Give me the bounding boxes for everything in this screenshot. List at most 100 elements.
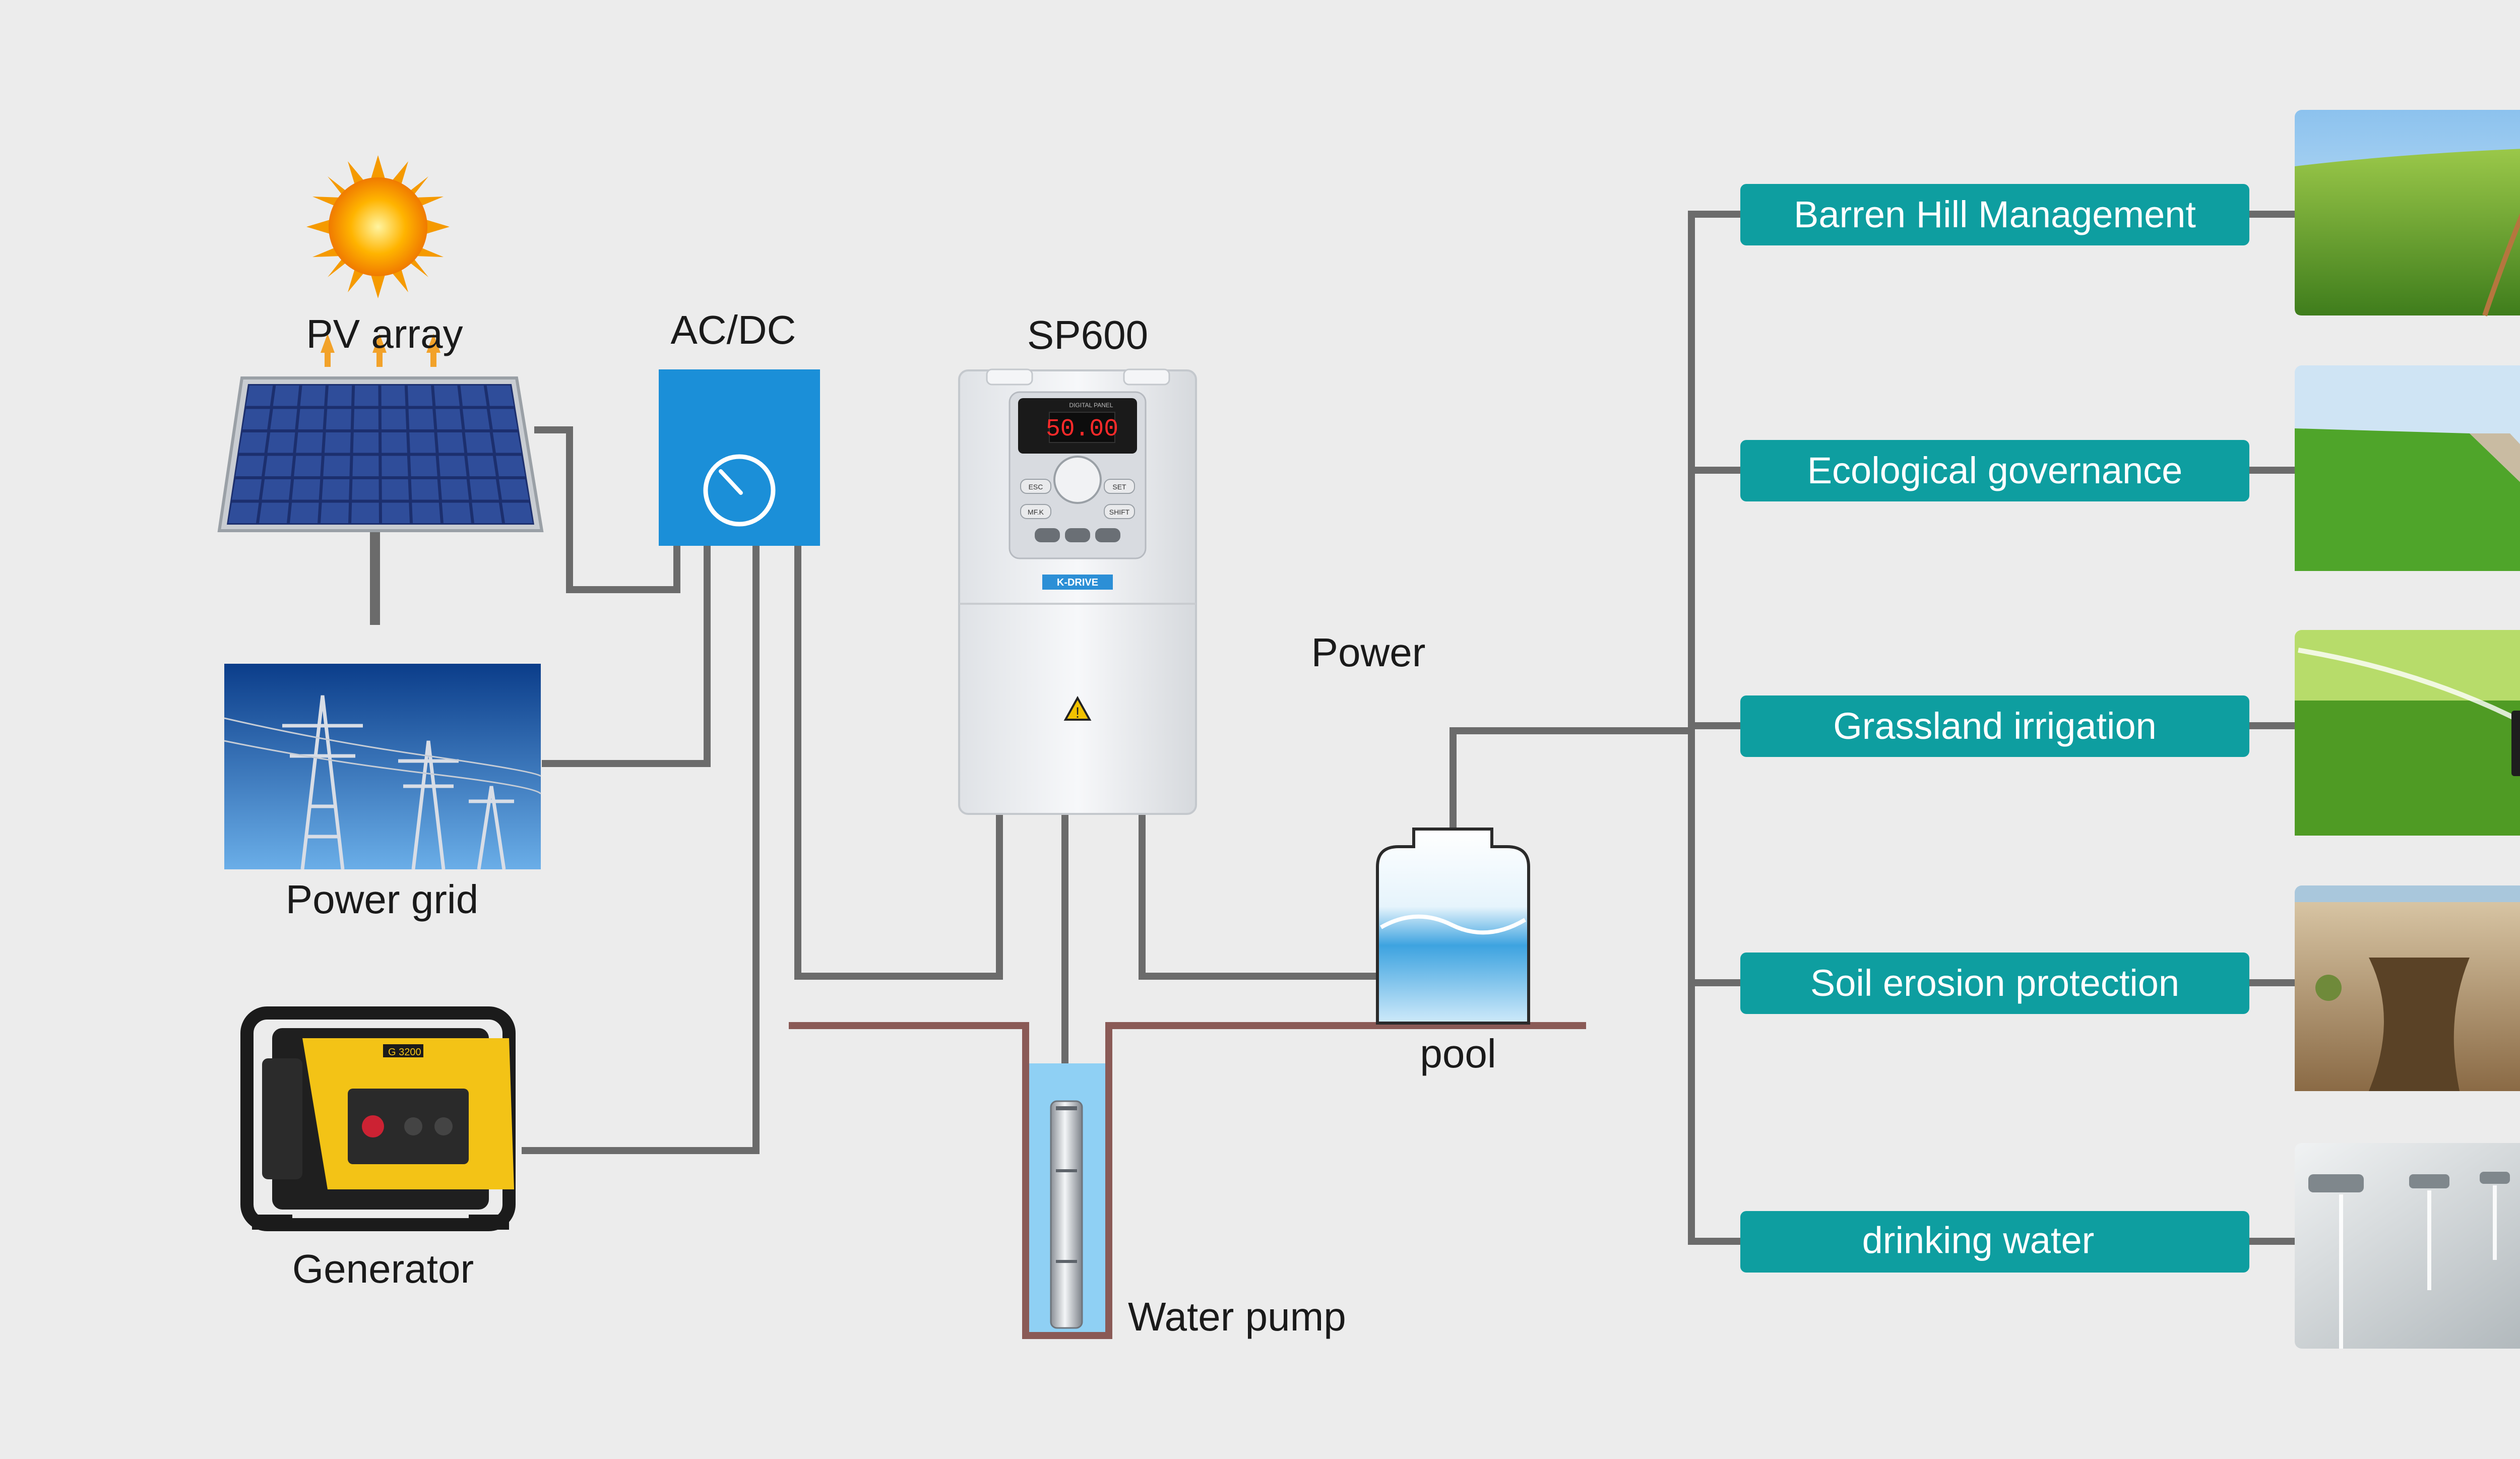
application-list: Barren Hill Management Ecological govern… (1740, 184, 2249, 1273)
generator-wire (522, 546, 760, 1154)
ac-dc-converter (659, 369, 820, 546)
solar-cell (442, 502, 471, 523)
solar-cell (465, 432, 493, 453)
drive-key (1020, 479, 1051, 494)
solar-cell (412, 502, 440, 523)
solar-cell (434, 386, 460, 406)
solar-cell (460, 386, 487, 406)
solar-cell (273, 386, 299, 406)
solar-cell (382, 456, 408, 476)
solar-cell (290, 502, 319, 523)
pool-outlet-pipe (1450, 727, 1691, 829)
drive-arrow-key (1095, 528, 1120, 542)
drive-key (1104, 504, 1135, 519)
drive-arrow-key (1035, 528, 1060, 542)
solar-cell (292, 479, 321, 500)
solar-cell (486, 386, 514, 406)
generator-icon: G 3200 (240, 1006, 516, 1231)
solar-cell (353, 409, 379, 429)
dial-icon (703, 454, 776, 527)
solar-cell (262, 479, 291, 500)
solar-cell (463, 409, 490, 429)
grid-wire (542, 546, 711, 767)
generator-model-label: G 3200 (388, 1047, 421, 1058)
solar-cell (438, 456, 467, 476)
brand-label: K-DRIVE (1057, 577, 1098, 588)
solar-cell (294, 456, 322, 476)
solar-cell (469, 479, 499, 500)
drive-key-label: SHIFT (1109, 508, 1130, 516)
app-tag-label: Soil erosion protection (1810, 962, 2179, 1004)
solar-cell (495, 456, 525, 476)
solar-cell (382, 502, 410, 523)
solar-cell (235, 456, 265, 476)
app-tag-barren-hill: Barren Hill Management (1740, 184, 2249, 245)
solar-cell (239, 432, 268, 453)
drive-to-pool-wire (1139, 815, 1377, 980)
solar-cell (382, 432, 407, 453)
panel-title: DIGITAL PANEL (1069, 402, 1113, 409)
svg-text:!: ! (1076, 705, 1080, 721)
power-grid-photo (224, 664, 542, 870)
solar-cell (270, 409, 297, 429)
sp600-label: SP600 (1027, 312, 1148, 357)
faucets-photo (2295, 1143, 2520, 1349)
eroded-soil-photo (2295, 885, 2520, 1091)
acdc-to-drive-wire (794, 546, 1003, 980)
solar-cell (321, 502, 349, 523)
solar-cell (381, 386, 406, 406)
ecological-slope-photo (2295, 365, 2520, 571)
power-wires (522, 211, 2295, 1245)
solar-cell (323, 456, 350, 476)
warning-icon: ! (1063, 695, 1092, 721)
solar-cell (246, 386, 273, 406)
solar-panel-icon (217, 376, 544, 625)
solar-cell (267, 432, 295, 453)
solar-cell (408, 409, 434, 429)
solar-cell (326, 409, 351, 429)
solar-cell (492, 432, 522, 453)
solar-cell (324, 432, 351, 453)
solar-cell (228, 502, 259, 523)
power-grid-label: Power grid (286, 877, 478, 922)
solar-cell (440, 479, 469, 500)
solar-cell (489, 409, 518, 429)
submersible-pump-icon (1050, 1100, 1083, 1329)
solar-cell (409, 432, 436, 453)
solar-cell (407, 386, 433, 406)
app-tag-label: Grassland irrigation (1833, 705, 2157, 747)
solar-cell (322, 479, 350, 500)
drive-key (1020, 504, 1051, 519)
barren-hill-photo (2295, 110, 2520, 316)
solar-cell (382, 479, 409, 500)
pool-tank-icon (1376, 828, 1530, 1025)
drive-arrow-key (1065, 528, 1090, 542)
solar-cell (467, 456, 496, 476)
drive-key-label: MF.K (1028, 508, 1044, 516)
pv-array-label: PV array (306, 311, 463, 356)
solar-cell (381, 409, 407, 429)
app-tag-soil-erosion: Soil erosion protection (1740, 953, 2249, 1014)
solar-cell (352, 479, 379, 500)
power-label: Power (1311, 630, 1426, 675)
sprinkler-photo (2295, 630, 2520, 836)
solar-cell (501, 502, 533, 523)
solar-cell (232, 479, 262, 500)
solar-cell (296, 432, 323, 453)
solar-cell (353, 432, 379, 453)
app-tag-drinking-water: drinking water (1740, 1211, 2249, 1273)
solar-cell (265, 456, 293, 476)
solar-cell (327, 386, 352, 406)
frequency-display: 50.00 (1046, 416, 1118, 443)
solar-cell (351, 502, 379, 523)
pv-wire (534, 426, 680, 593)
sun-icon (306, 155, 450, 298)
solar-cell (352, 456, 379, 476)
app-tag-grassland: Grassland irrigation (1740, 695, 2249, 757)
solar-cell (437, 432, 465, 453)
app-tag-label: drinking water (1862, 1220, 2095, 1261)
ground-line (789, 1022, 1586, 1339)
